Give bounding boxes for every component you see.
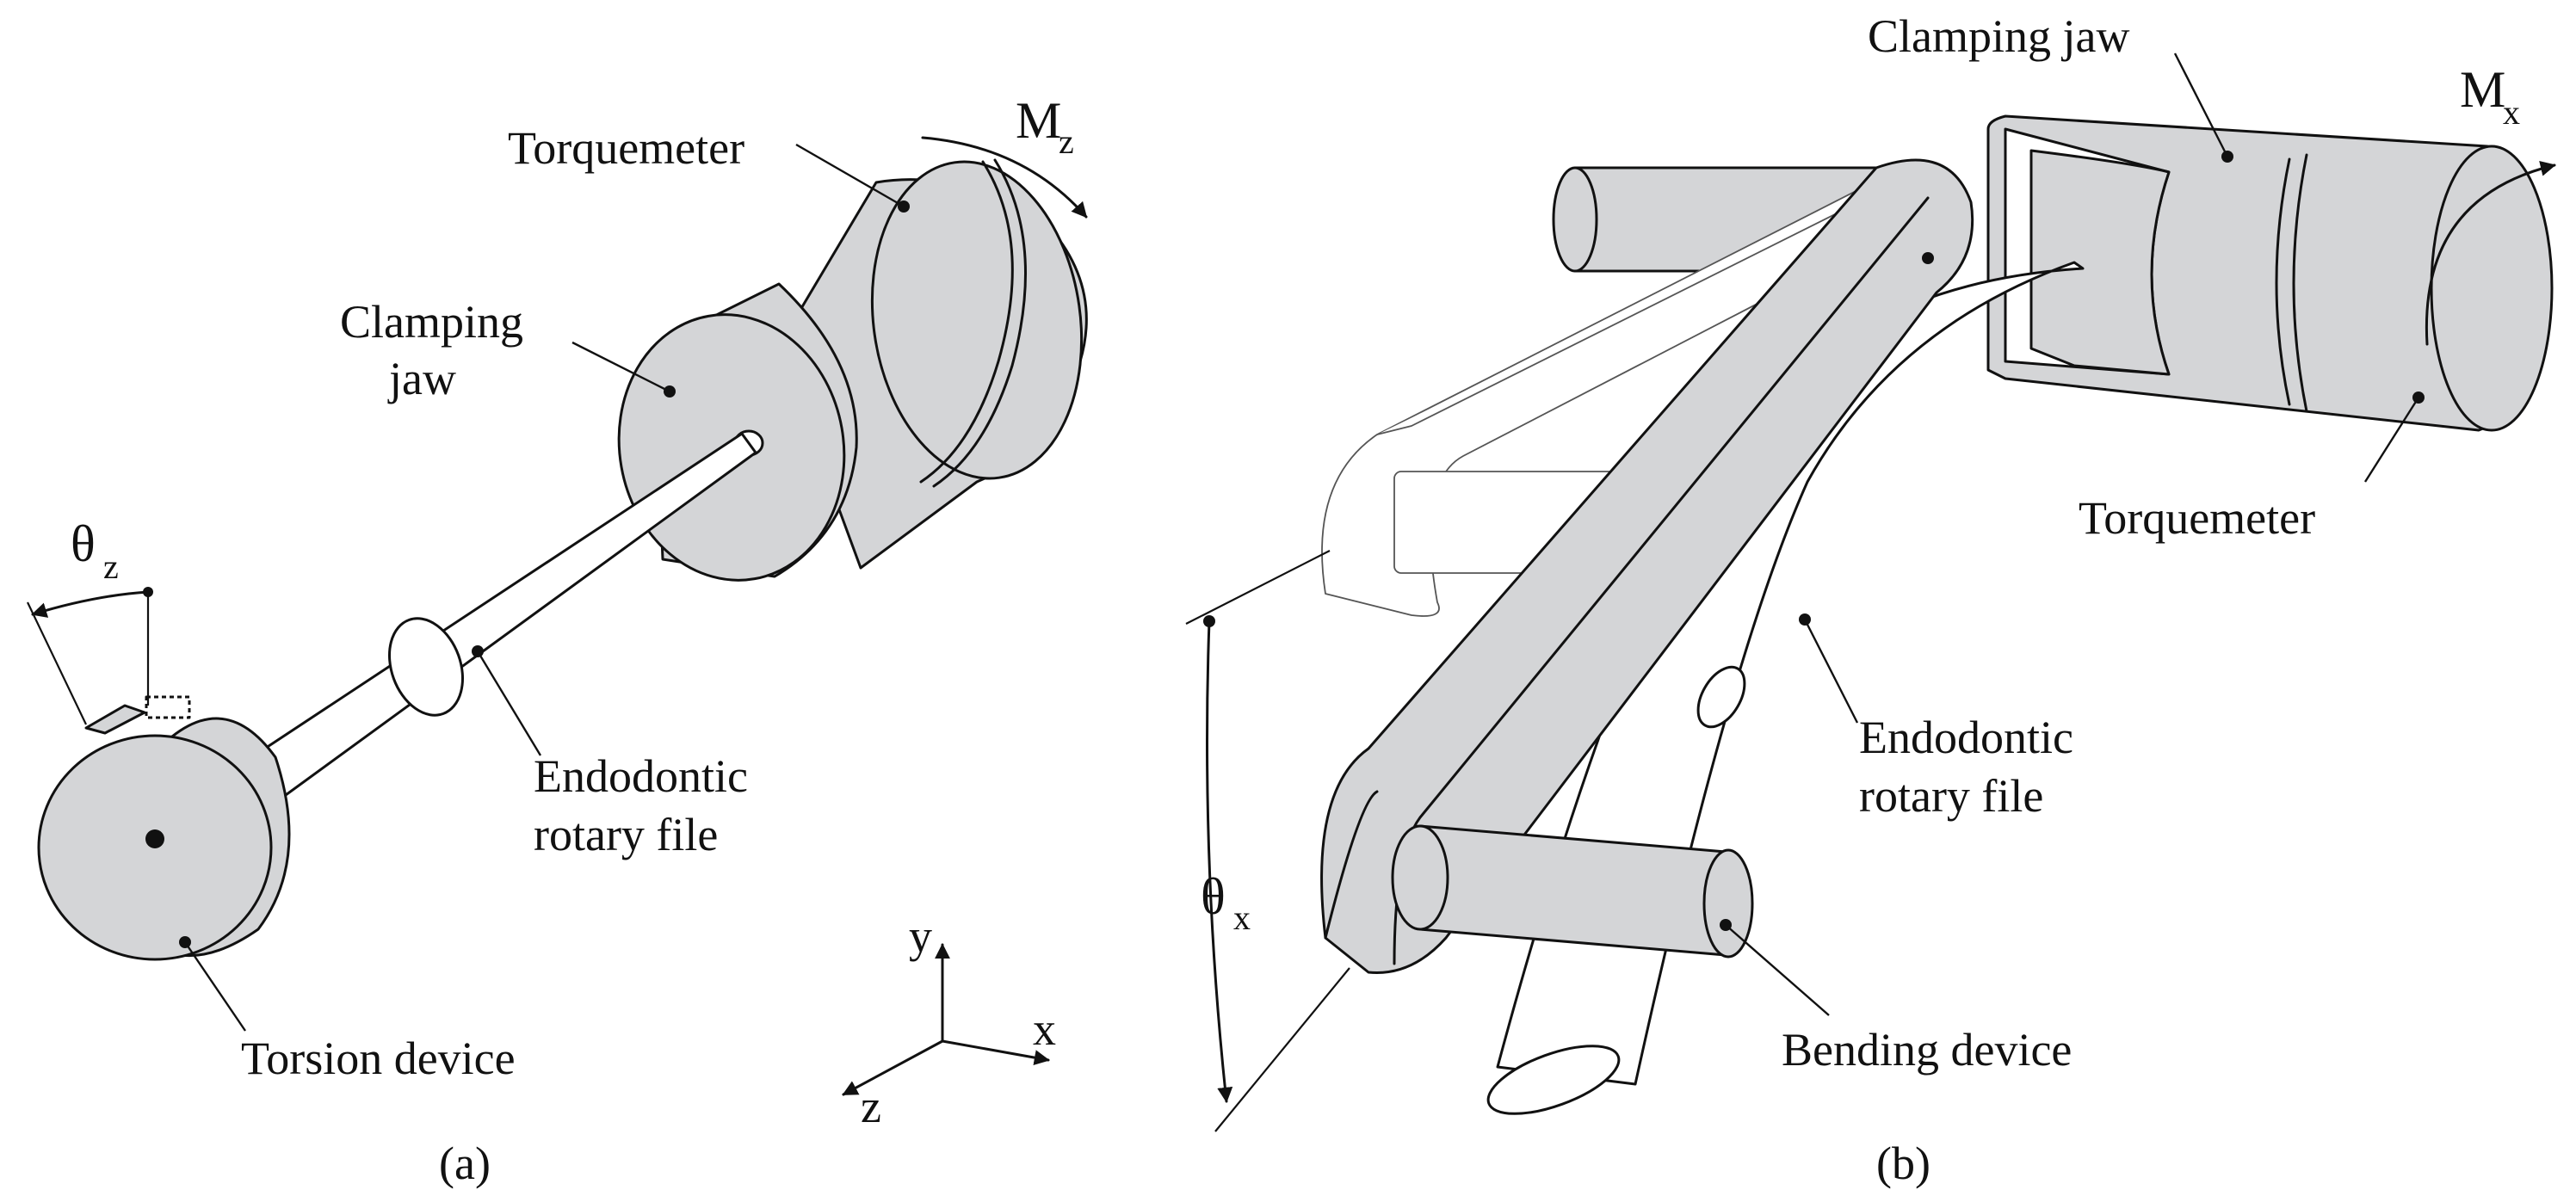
axis-label-y: y bbox=[909, 910, 932, 962]
label-file-b-line2: rotary file bbox=[1859, 770, 2043, 822]
label-torsion-device-a: Torsion device bbox=[241, 1033, 516, 1084]
moment-mx-symbol: M bbox=[2460, 61, 2505, 118]
moment-mz-subscript: z bbox=[1059, 122, 1074, 161]
caption-b: (b) bbox=[1876, 1137, 1930, 1189]
label-torquemeter-b: Torquemeter bbox=[2079, 492, 2315, 544]
leader-bending-device-b bbox=[1725, 924, 1830, 1016]
angle-theta-x-subscript: x bbox=[1233, 898, 1251, 937]
bending-device-b bbox=[1391, 824, 1754, 959]
angle-theta-z-symbol: θ bbox=[71, 515, 96, 572]
leader-file-a bbox=[476, 650, 542, 756]
axis-label-x: x bbox=[1033, 1003, 1056, 1055]
caption-a: (a) bbox=[439, 1137, 491, 1189]
axis-label-z: z bbox=[861, 1081, 881, 1132]
moment-mz-arrow bbox=[921, 136, 1088, 219]
leader-torsion-device-a bbox=[184, 941, 246, 1032]
label-clamping-jaw-a-line1: Clamping bbox=[340, 296, 523, 348]
label-clamping-jaw-a-line2: jaw bbox=[387, 353, 456, 404]
moment-mz-symbol: M bbox=[1016, 92, 1061, 149]
angle-theta-z-subscript: z bbox=[103, 547, 119, 586]
torquemeter-a bbox=[777, 158, 1088, 570]
label-file-a-line2: rotary file bbox=[534, 809, 718, 860]
leader-torquemeter-b bbox=[2363, 397, 2420, 483]
moment-mx-arrow bbox=[2425, 161, 2556, 346]
panel-a: M z θ z Torquemeter Clamping jaw Endodon… bbox=[27, 92, 1088, 1189]
lever-pivot-dot bbox=[1922, 252, 1934, 264]
leader-torquemeter-a bbox=[795, 143, 905, 208]
torsion-device-a bbox=[37, 695, 291, 961]
leader-file-b bbox=[1803, 619, 1859, 724]
angle-theta-z bbox=[27, 587, 153, 725]
label-bending-device-b: Bending device bbox=[1782, 1024, 2072, 1076]
moment-mx-subscript: x bbox=[2503, 93, 2520, 132]
angle-theta-x bbox=[1185, 550, 1350, 1132]
angle-theta-x-symbol: θ bbox=[1201, 868, 1226, 925]
leader-clamping-jaw-b bbox=[2173, 52, 2229, 157]
label-file-b-line1: Endodontic bbox=[1859, 712, 2073, 763]
axis-triad bbox=[842, 943, 1050, 1096]
panel-b: M x θ x Clamping jaw Torquemeter Endodon… bbox=[1185, 10, 2556, 1189]
label-clamping-jaw-b: Clamping jaw bbox=[1868, 10, 2129, 62]
label-file-a-line1: Endodontic bbox=[534, 750, 748, 802]
label-torquemeter-a: Torquemeter bbox=[508, 122, 744, 174]
leader-clamping-jaw-a bbox=[571, 341, 670, 393]
torquemeter-b bbox=[1986, 114, 2554, 432]
